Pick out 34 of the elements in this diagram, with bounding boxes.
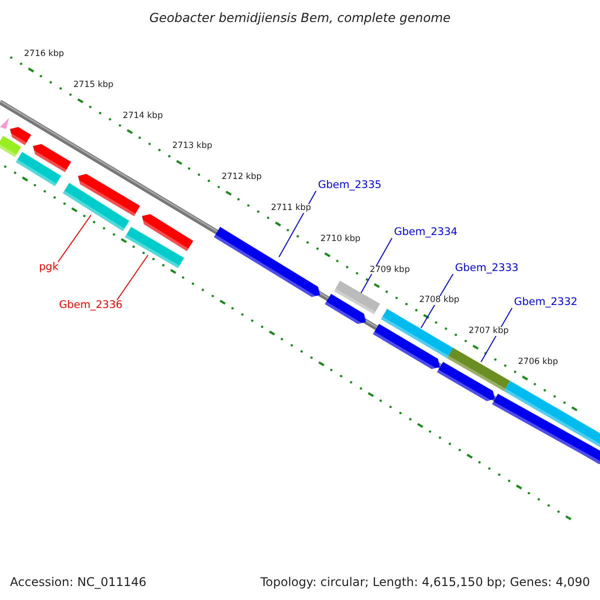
- scale-label: 2714 kbp: [122, 112, 163, 120]
- gene-triangle: [0, 118, 9, 129]
- gene-bar: [16, 152, 62, 186]
- scale-label: 2715 kbp: [73, 80, 114, 90]
- scale-label: 2708 kbp: [419, 296, 460, 305]
- leader-line: [58, 214, 92, 262]
- gene-bar: [124, 226, 184, 268]
- genome-info-text: Topology: circular; Length: 4,615,150 bp; Genes: 4,090: [260, 576, 590, 588]
- gene-label: Gbem_2336: [59, 300, 122, 310]
- leader-line: [278, 190, 316, 258]
- gene-bar: [0, 136, 22, 158]
- gene-bar: [447, 348, 510, 392]
- scale-label: 2712 kbp: [222, 173, 262, 182]
- diagram-title: Geobacter bemidjiensis Bem, complete genome: [148, 12, 452, 24]
- gene-bar: [436, 362, 495, 404]
- accession-text: Accession: NC_011146: [10, 576, 146, 588]
- gene-bar: [334, 280, 380, 314]
- leader-line: [420, 274, 454, 328]
- leader-line: [360, 238, 392, 294]
- gene-bar: [372, 324, 440, 372]
- gene-label: pgk: [39, 262, 58, 272]
- gene-bar: [62, 182, 130, 232]
- scale-label: 2716 kbp: [24, 50, 64, 58]
- gene-label: Gbem_2334: [394, 227, 458, 238]
- scale-label: 2709 kbp: [370, 266, 410, 274]
- gene-label: Gbem_2332: [514, 297, 578, 308]
- leader-line: [116, 254, 148, 300]
- scale-label: 2711 kbp: [271, 204, 312, 212]
- gene-label: Gbem_2333: [455, 263, 518, 274]
- gene-bar: [380, 308, 454, 358]
- scale-label: 2713 kbp: [172, 142, 212, 151]
- gene-label: Gbem_2335: [318, 180, 382, 190]
- scale-label: 2707 kbp: [468, 327, 509, 336]
- scale-label: 2706 kbp: [518, 358, 558, 366]
